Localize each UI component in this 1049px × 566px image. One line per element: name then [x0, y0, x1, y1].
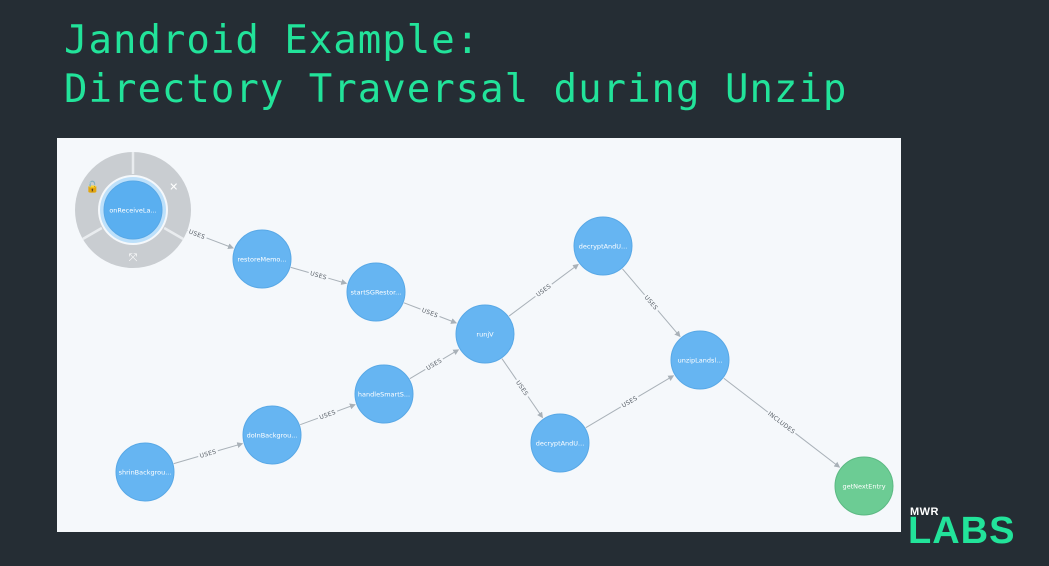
edge-label: USES: [188, 228, 206, 241]
edge-line: [585, 406, 622, 429]
node-circle: [232, 229, 292, 289]
edge-n_shrin-n_doin[interactable]: USES: [173, 442, 244, 465]
graph-node-getnext[interactable]: getNextEntry: [834, 456, 894, 516]
edge-line: [723, 377, 769, 413]
edge-line-arrow: [206, 237, 234, 250]
node-label: decryptAndU...: [579, 243, 628, 251]
graph-node-runs[interactable]: runjV: [455, 304, 515, 364]
edge-line: [501, 358, 517, 380]
node-label: onReceiveLa...: [109, 207, 156, 215]
graph-node-decrypt2[interactable]: decryptAndU...: [530, 413, 590, 473]
edge-line: [290, 266, 309, 274]
edge-label: USES: [309, 270, 327, 281]
graph-canvas[interactable]: USES USES USES USES USES USES USES USES USES USES…: [57, 138, 901, 532]
edge-line: [409, 369, 426, 380]
node-label: decryptAndU...: [536, 440, 585, 448]
logo-main-text: LABS: [908, 510, 1016, 552]
node-circle: [242, 405, 302, 465]
edge-n_start-n_runs[interactable]: USES: [403, 302, 458, 324]
node-circle: [834, 456, 894, 516]
node-circle: [103, 180, 163, 240]
edge-n_runs-n_decrypt1[interactable]: USES: [508, 263, 579, 317]
graph-node-onreceive[interactable]: onReceiveLa...: [103, 180, 163, 240]
node-label: startSGRestor...: [351, 289, 402, 297]
edge-line: [299, 417, 319, 426]
node-label: unzipLandsl...: [678, 357, 723, 365]
node-circle: [530, 413, 590, 473]
graph-node-restore[interactable]: restoreMemo...: [232, 229, 292, 289]
edge-label: USES: [621, 395, 639, 410]
node-label: handleSmartS...: [358, 391, 410, 399]
logo-top-text: MWR: [910, 506, 939, 518]
graph-node-handle[interactable]: handleSmartS...: [354, 364, 414, 424]
node-circle: [670, 330, 730, 390]
edge-line: [622, 268, 645, 296]
node-circle: [115, 442, 175, 502]
edge-label: USES: [535, 283, 553, 299]
edge-n_handle-n_runs[interactable]: USES: [409, 349, 460, 380]
node-circle: [455, 304, 515, 364]
edge-label: USES: [425, 357, 443, 372]
lock-icon[interactable]: 🔓: [85, 181, 99, 194]
graph-node-start[interactable]: startSGRestor...: [346, 262, 406, 322]
edge-label: USES: [319, 409, 337, 421]
edge-n_runs-n_decrypt2[interactable]: USES: [501, 358, 543, 419]
edge-line-arrow: [638, 375, 675, 397]
node-label: shrinBackgrou...: [119, 469, 172, 477]
nodes-layer: onReceiveLa... restoreMemo... startSGResto…: [103, 180, 894, 516]
edge-label: INCLUDES: [766, 410, 796, 435]
node-circle: [573, 216, 633, 276]
edge-n_decrypt1-n_unzip[interactable]: USES: [622, 268, 681, 338]
edge-line-arrow: [551, 263, 579, 285]
graph-node-shrin[interactable]: shrinBackgrou...: [115, 442, 175, 502]
node-label: runjV: [476, 331, 494, 339]
edge-line-arrow: [527, 396, 543, 419]
edge-line-arrow: [442, 349, 460, 360]
edge-n_restore-n_start[interactable]: USES: [290, 266, 348, 285]
graph-panel[interactable]: USES USES USES USES USES USES USES USES USES USES…: [57, 138, 901, 532]
edge-line-arrow: [439, 316, 458, 324]
expand-icon[interactable]: ⤧: [129, 251, 138, 264]
edge-line: [173, 456, 199, 465]
edge-label: USES: [514, 379, 529, 397]
edge-line-arrow: [217, 442, 244, 452]
edge-n_doin-n_handle[interactable]: USES: [299, 403, 356, 426]
edge-line-arrow: [336, 403, 356, 412]
slide-title: Jandroid Example: Directory Traversal du…: [64, 16, 847, 114]
edge-label: USES: [643, 294, 659, 311]
edge-line: [403, 302, 421, 310]
edge-n_decrypt2-n_unzip[interactable]: USES: [585, 375, 675, 429]
ring-divider: [163, 226, 184, 241]
mwr-labs-logo: MWR LABS: [908, 506, 1038, 556]
slide-title-line-1: Jandroid Example:: [64, 18, 481, 63]
edge-line: [508, 295, 536, 317]
edge-n_unzip-n_getnext[interactable]: INCLUDES: [723, 377, 841, 468]
close-icon[interactable]: ✕: [169, 181, 178, 194]
edge-line-arrow: [795, 432, 841, 468]
slide-title-line-2: Directory Traversal during Unzip: [64, 67, 848, 112]
node-circle: [346, 262, 406, 322]
node-label: restoreMemo...: [238, 256, 287, 264]
node-label: getNextEntry: [842, 483, 885, 491]
edge-line-arrow: [657, 310, 681, 338]
ring-divider: [82, 226, 103, 241]
graph-node-doin[interactable]: doInBackgrou...: [242, 405, 302, 465]
edge-label: USES: [421, 307, 439, 320]
graph-node-unzip[interactable]: unzipLandsl...: [670, 330, 730, 390]
node-circle: [354, 364, 414, 424]
node-label: doInBackgrou...: [247, 432, 298, 440]
edge-line-arrow: [328, 277, 348, 285]
graph-node-decrypt1[interactable]: decryptAndU...: [573, 216, 633, 276]
edge-label: USES: [199, 448, 217, 459]
